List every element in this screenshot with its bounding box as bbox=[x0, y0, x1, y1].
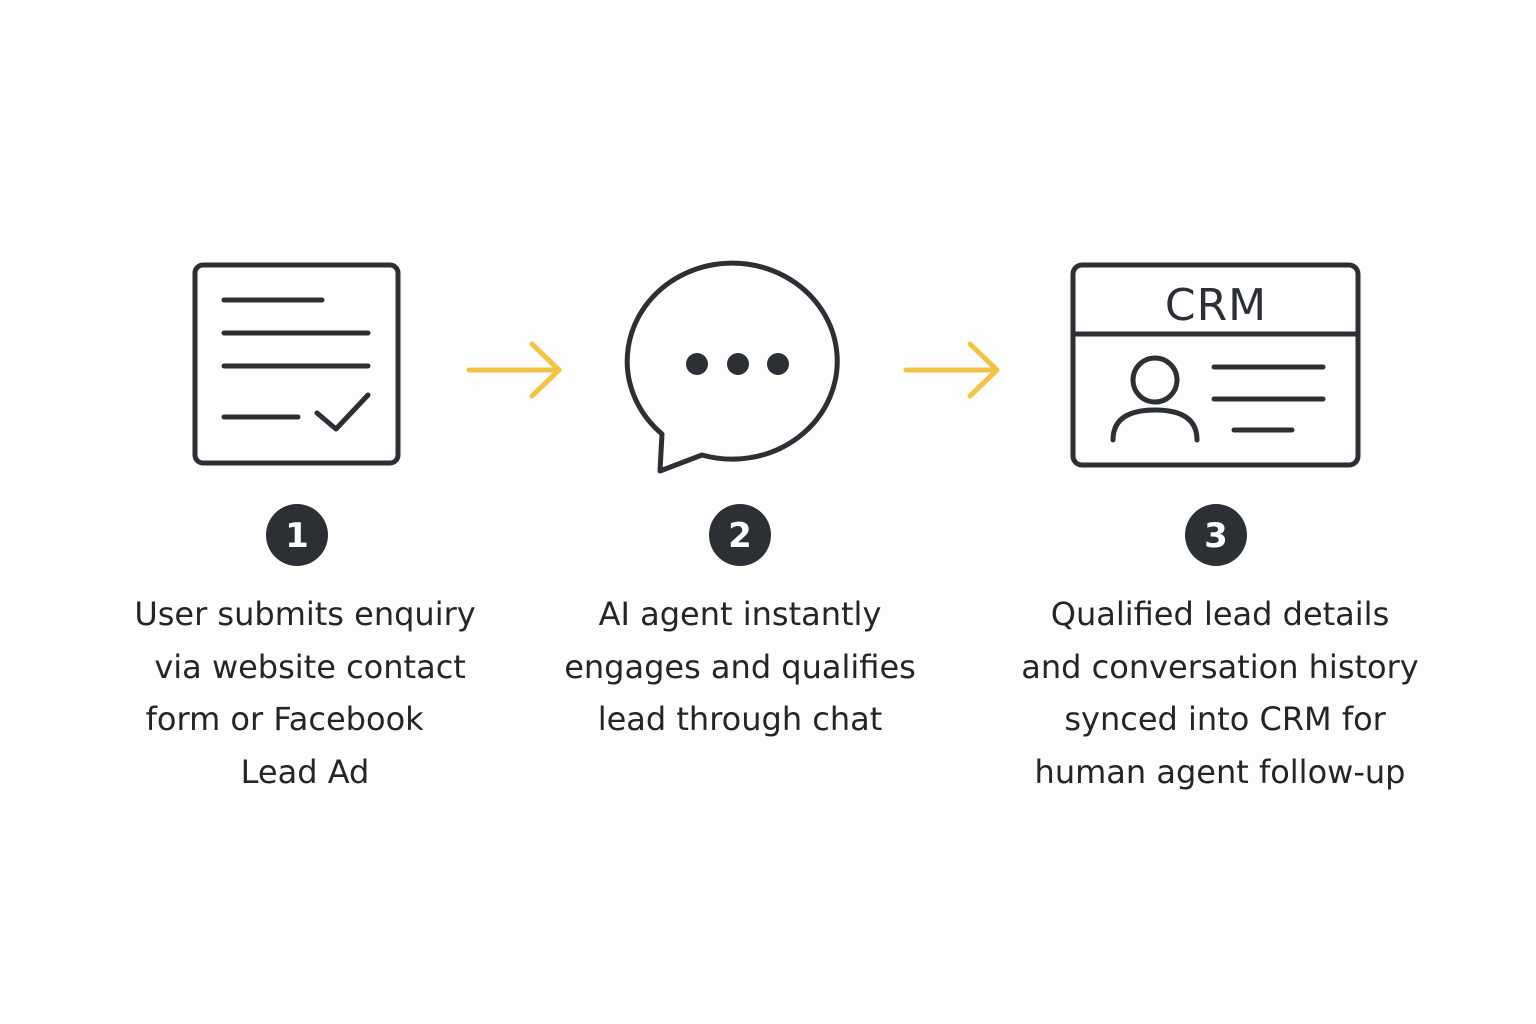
step-3-number: 3 bbox=[1204, 516, 1228, 556]
step-1-number: 1 bbox=[285, 516, 309, 556]
step-2-badge: 2 bbox=[709, 504, 771, 566]
arrow-2-icon bbox=[903, 341, 1000, 399]
arrow-1-icon bbox=[466, 341, 562, 399]
step-2-number: 2 bbox=[728, 516, 752, 556]
step-1-badge: 1 bbox=[266, 504, 328, 566]
step-3-badge: 3 bbox=[1185, 504, 1247, 566]
crm-card-icon: CRM bbox=[1070, 262, 1361, 468]
step-1-description: User submits enquiry via website contact… bbox=[134, 595, 476, 791]
step-2-description: AI agent instantly engages and qualifies… bbox=[564, 595, 916, 738]
chat-bubble-icon bbox=[624, 260, 840, 474]
step-3-description: Qualified lead details and conversation … bbox=[1021, 595, 1419, 791]
crm-label: CRM bbox=[1165, 280, 1267, 331]
form-check-icon bbox=[192, 262, 401, 466]
